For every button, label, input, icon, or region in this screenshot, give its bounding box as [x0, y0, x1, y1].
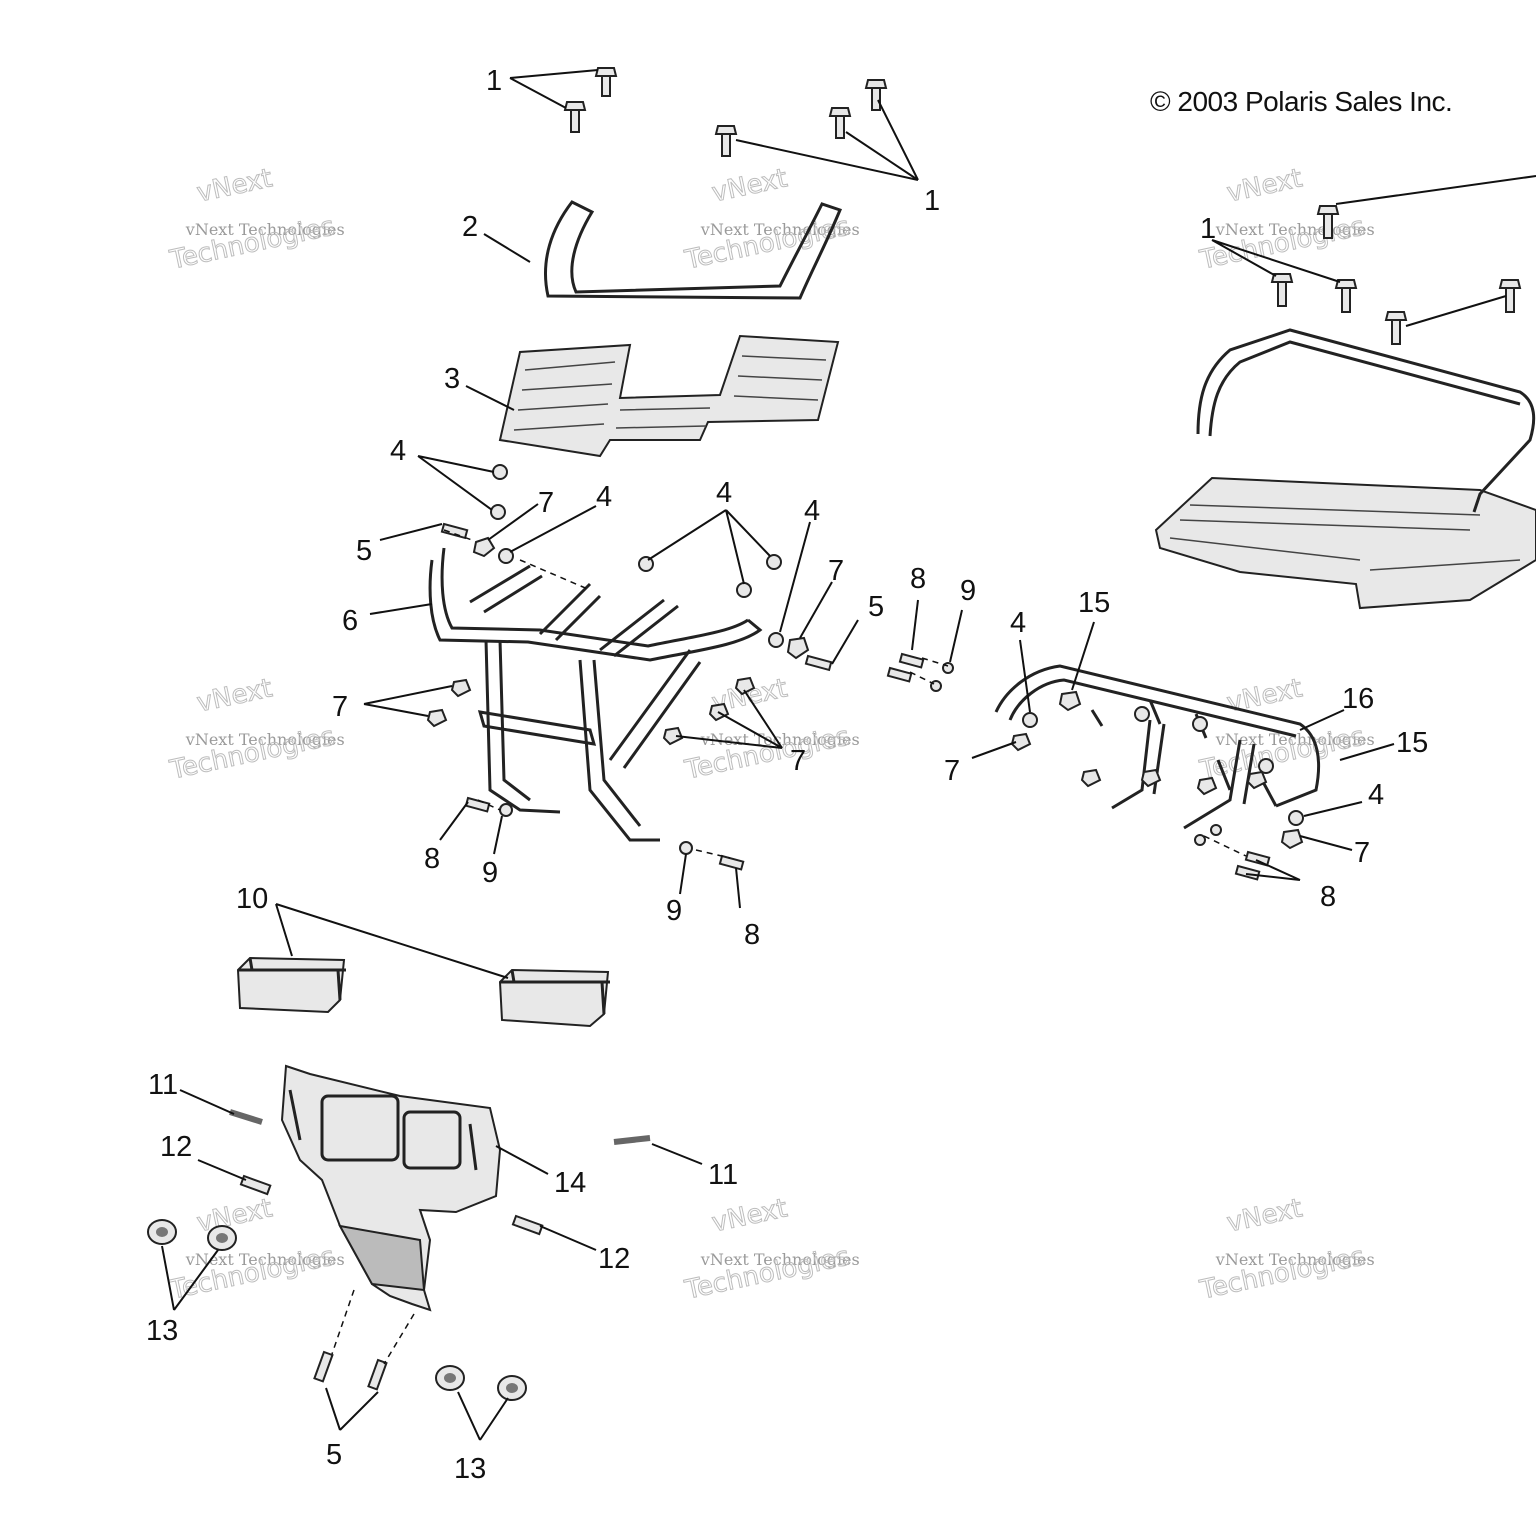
callout-9: 9 — [960, 575, 976, 607]
svg-text:vNext Technologies: vNext Technologies — [700, 220, 860, 239]
callout-2: 2 — [462, 211, 478, 243]
callout-4: 4 — [716, 477, 732, 509]
watermark: vNext vNext Technologies Technologies — [166, 163, 345, 276]
watermark: vNext vNext Technologies Technologies — [681, 163, 860, 276]
leader-lines — [161, 69, 1536, 1441]
callout-5: 5 — [868, 591, 884, 623]
callout-1: 1 — [486, 65, 502, 97]
rear-rack-mesh-pattern — [1169, 504, 1521, 571]
dash-lines — [331, 529, 1247, 1365]
callout-3: 3 — [444, 363, 460, 395]
callout-13: 13 — [454, 1453, 486, 1485]
callout-6: 6 — [342, 605, 358, 637]
bolts-rear — [1270, 205, 1522, 345]
callout-12: 12 — [160, 1131, 192, 1163]
push-rivets — [229, 1109, 651, 1145]
callout-9: 9 — [482, 857, 498, 889]
rear-rack-tube-inner — [1208, 340, 1521, 437]
callout-4: 4 — [804, 495, 820, 527]
front-rack-mesh-pattern — [513, 355, 827, 431]
screws-bottom — [239, 1174, 544, 1391]
svg-text:vNext: vNext — [709, 163, 790, 208]
svg-text:vNext Technologies: vNext Technologies — [1215, 1250, 1375, 1269]
bolt — [714, 125, 738, 157]
callout-13: 13 — [146, 1315, 178, 1347]
callout-7: 7 — [332, 691, 348, 723]
callout-7: 7 — [1354, 837, 1370, 869]
headlight-left — [236, 956, 346, 1014]
callout-1: 1 — [924, 185, 940, 217]
callout-1: 1 — [1200, 213, 1216, 245]
front-rack-mesh — [498, 334, 840, 458]
callout-4: 4 — [1010, 607, 1026, 639]
callout-8: 8 — [424, 843, 440, 875]
callout-15: 15 — [1078, 587, 1110, 619]
callout-4: 4 — [596, 481, 612, 513]
svg-text:vNext Technologies: vNext Technologies — [185, 220, 345, 239]
callout-7: 7 — [790, 745, 806, 777]
front-cab-hood — [280, 1064, 502, 1312]
callout-7: 7 — [538, 487, 554, 519]
callout-8: 8 — [1320, 881, 1336, 913]
callout-5: 5 — [326, 1439, 342, 1471]
watermark: vNext vNext Technologies Technologies — [681, 1193, 860, 1306]
callout-8: 8 — [910, 563, 926, 595]
callout-14: 14 — [554, 1167, 586, 1199]
headlight-right — [498, 968, 610, 1028]
svg-text:vNext: vNext — [1224, 1193, 1305, 1238]
callout-4: 4 — [390, 435, 406, 467]
rear-rack-mesh — [1154, 476, 1536, 610]
callout-7: 7 — [828, 555, 844, 587]
svg-text:vNext Technologies: vNext Technologies — [1215, 220, 1375, 239]
svg-text:vNext: vNext — [1224, 673, 1305, 718]
watermark: vNext vNext Technologies Technologies — [1196, 1193, 1375, 1306]
callout-7: 7 — [944, 755, 960, 787]
svg-text:vNext: vNext — [1224, 163, 1305, 208]
svg-text:vNext: vNext — [194, 673, 275, 718]
bolt — [828, 107, 852, 139]
callout-12: 12 — [598, 1243, 630, 1275]
callout-11: 11 — [708, 1159, 738, 1191]
bolts-top — [563, 67, 888, 157]
svg-text:vNext Technologies: vNext Technologies — [700, 730, 860, 749]
front-bumper-frame — [428, 547, 763, 842]
callout-11: 11 — [148, 1069, 178, 1101]
callout-15: 15 — [1396, 727, 1428, 759]
svg-text:vNext Technologies: vNext Technologies — [700, 1250, 860, 1269]
fasteners-rear — [1010, 690, 1304, 881]
callout-8: 8 — [744, 919, 760, 951]
svg-text:vNext Technologies: vNext Technologies — [185, 730, 345, 749]
bolt — [563, 101, 587, 133]
rear-rack-tube — [1196, 328, 1536, 513]
svg-text:vNext Technologies: vNext Technologies — [185, 1250, 345, 1269]
copyright-notice: © 2003 Polaris Sales Inc. — [1150, 86, 1453, 117]
callout-9: 9 — [666, 895, 682, 927]
bolt — [594, 67, 618, 97]
grommets — [147, 1219, 527, 1401]
front-rack-tube — [544, 200, 842, 300]
watermark: vNext vNext Technologies Technologies — [166, 1193, 345, 1306]
callout-5: 5 — [356, 535, 372, 567]
svg-text:vNext: vNext — [194, 163, 275, 208]
bolt — [864, 79, 888, 111]
callout-16: 16 — [1342, 683, 1374, 715]
callout-10: 10 — [236, 883, 268, 915]
watermark: vNext vNext Technologies Technologies — [1196, 673, 1375, 786]
svg-text:vNext: vNext — [709, 1193, 790, 1238]
watermark: vNext vNext Technologies Technologies — [166, 673, 345, 786]
callout-4: 4 — [1368, 779, 1384, 811]
callouts: 1 1 1 2 3 4 4 4 4 4 4 5 5 5 6 7 7 7 7 7 … — [146, 65, 1428, 1485]
